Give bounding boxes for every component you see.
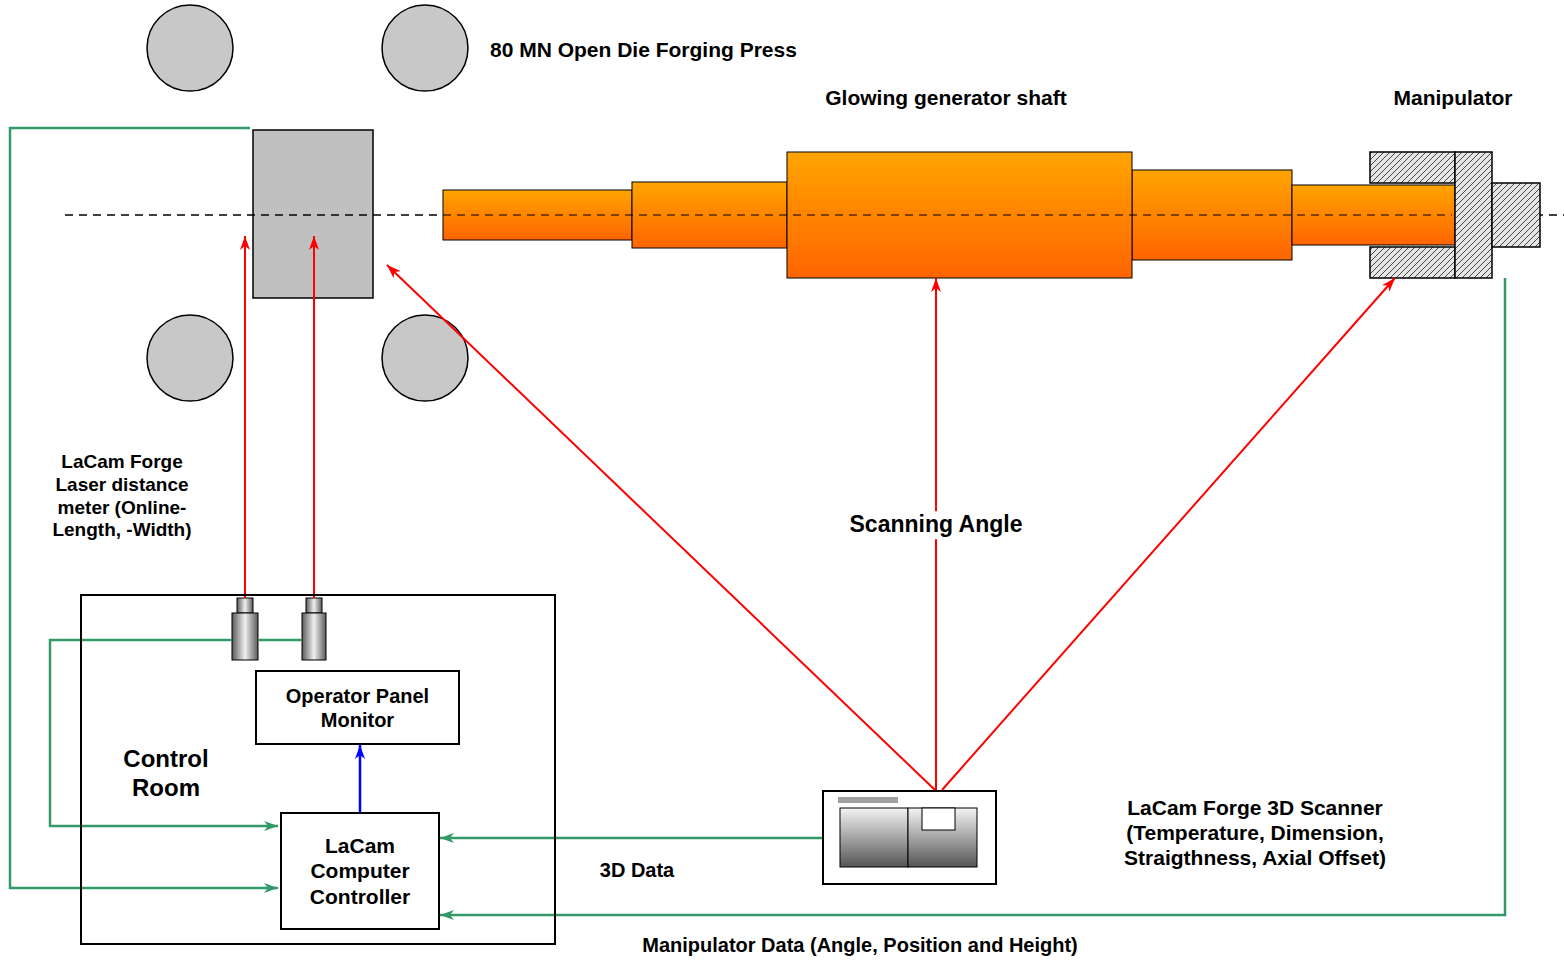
scanner-housing <box>840 808 908 867</box>
connector-arrow <box>440 278 1505 915</box>
connector-arrow <box>942 278 1395 790</box>
shaft-node: Glowing generator shaft <box>443 152 1452 278</box>
gripper-jaw <box>1370 152 1455 183</box>
node-text: Manipulator <box>1394 85 1513 110</box>
connector-label: 3D Data <box>596 858 678 882</box>
sensor-body <box>232 613 258 660</box>
manipulator-node: Manipulator <box>1370 152 1540 278</box>
center-axis <box>65 214 1564 216</box>
sensor-head <box>306 598 322 613</box>
sensor-head <box>237 598 253 613</box>
generator-shaft <box>443 152 1455 278</box>
gripper-jaw <box>1370 247 1455 278</box>
gripper-arm <box>1492 183 1540 247</box>
press-label: 80 MN Open Die Forging Press <box>490 37 797 62</box>
scanner-device <box>838 797 977 867</box>
laser-beam <box>313 236 315 598</box>
node-text: Operator Panel Monitor <box>265 684 450 732</box>
node-text: LaCam Computer Controller <box>290 833 430 909</box>
connector-arrow <box>935 278 937 790</box>
scanner-housing <box>908 808 977 867</box>
controller-box: LaCam Computer Controller <box>280 812 440 930</box>
press-column <box>147 5 233 91</box>
gripper-body <box>1455 152 1492 278</box>
laser-beam <box>244 236 246 598</box>
node-text: LaCam Forge 3D Scanner (Temperature, Dim… <box>1070 795 1440 871</box>
scanner-lens <box>922 808 955 830</box>
signal-wire <box>50 640 278 826</box>
connector-arrow <box>359 745 362 812</box>
press-column <box>147 315 233 401</box>
node-text: Control Room <box>96 745 236 803</box>
press-column <box>382 315 468 401</box>
scan-beam <box>387 265 935 790</box>
monitor-box: Operator Panel Monitor <box>255 670 460 745</box>
manipulator-gripper <box>1370 152 1540 278</box>
laser-sensor <box>232 598 258 660</box>
scanner-window <box>838 797 898 803</box>
connector-arrow <box>440 837 822 840</box>
control-room-box: Operator Panel MonitorLaCam Computer Con… <box>80 594 556 945</box>
sensor-body <box>302 613 326 660</box>
scanner-box: LaCam Forge 3D Scanner (Temperature, Dim… <box>822 790 997 885</box>
signal-wire <box>258 639 302 642</box>
node-text: Glowing generator shaft <box>825 85 1067 110</box>
connector-label: Manipulator Data (Angle, Position and He… <box>638 933 1082 957</box>
sensor-label: LaCam Forge Laser distance meter (Online… <box>37 451 207 542</box>
signal-wire <box>10 128 278 888</box>
press-column <box>382 5 468 91</box>
center-axis <box>443 214 1452 215</box>
connector-label: Scanning Angle <box>846 511 1027 539</box>
shaft-segment <box>1132 170 1292 260</box>
laser-sensor <box>302 598 326 660</box>
